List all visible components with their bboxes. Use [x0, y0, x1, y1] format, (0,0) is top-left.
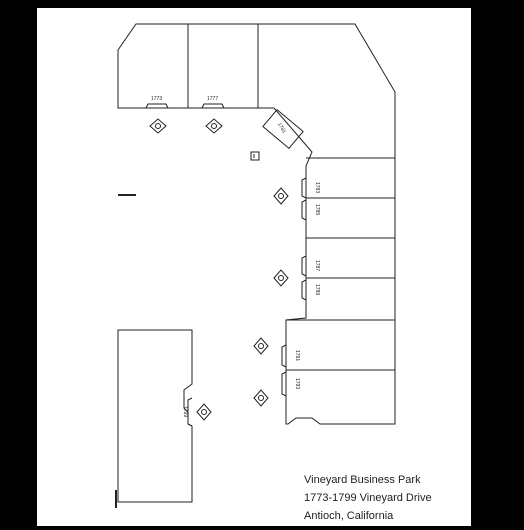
entry-marker-south [196, 403, 212, 421]
unit-label-1773: 1773 [151, 96, 162, 102]
storefront-1789 [301, 279, 307, 301]
title-city: Antioch, California [304, 510, 394, 522]
unit-1781-pad [262, 108, 304, 150]
title-address: 1773-1799 Vineyard Drive [304, 492, 432, 504]
unit-label-1793: 1793 [294, 378, 300, 389]
storefront-1783 [301, 177, 307, 199]
unit-label-1783: 1783 [314, 182, 320, 193]
unit-label-1787: 1787 [314, 260, 320, 271]
storefront-1773 [145, 103, 169, 109]
storefront-1793 [281, 371, 287, 397]
entry-marker-east-3 [253, 337, 269, 355]
entry-marker-east-1 [273, 187, 289, 205]
storefront-1787 [301, 255, 307, 277]
south-building-outline [117, 329, 193, 503]
unit-label-1785: 1785 [314, 204, 320, 215]
entry-marker-north-2 [205, 118, 223, 134]
entry-marker-east-4 [253, 389, 269, 407]
storefront-1799 [187, 397, 193, 427]
unit-label-1777: 1777 [207, 96, 218, 102]
site-plan-sheet [37, 8, 471, 526]
storefront-1791 [281, 344, 287, 368]
entry-marker-north-1 [149, 118, 167, 134]
unit-label-1799: 1799 [182, 406, 188, 417]
unit-label-1789: 1789 [314, 284, 320, 295]
north-building-outline [117, 23, 396, 425]
storefront-1777 [201, 103, 225, 109]
entry-marker-east-2 [273, 269, 289, 287]
storefront-1785 [301, 199, 307, 221]
title-name: Vineyard Business Park [304, 474, 421, 486]
site-marker-square [250, 151, 260, 161]
unit-label-1791: 1791 [294, 350, 300, 361]
unit-label-1781: 1781 [276, 122, 287, 135]
